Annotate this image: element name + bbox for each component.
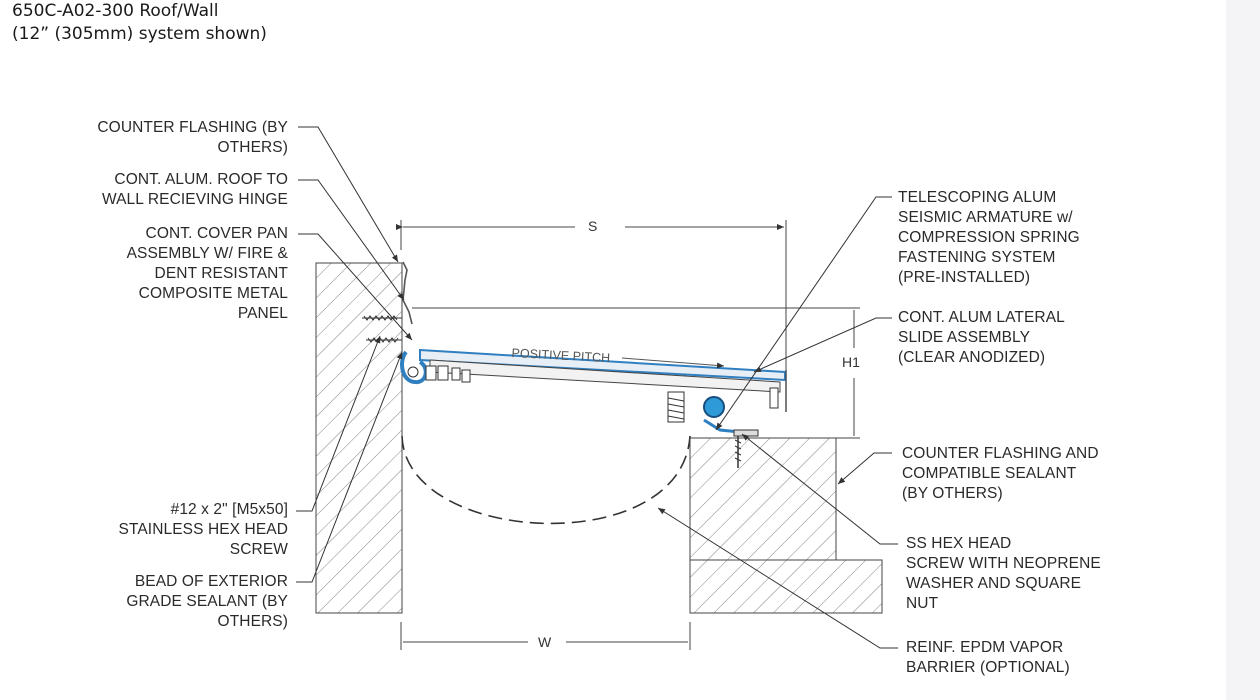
callout-seismic-armature: TELESCOPING ALUM SEISMIC ARMATURE w/ COM… [898, 188, 1080, 288]
callout-line: COUNTER FLASHING (BY [97, 119, 288, 136]
callout-line: CONT. ALUM. ROOF TO [114, 171, 288, 188]
page-edge-strip [1226, 0, 1260, 700]
vapor-barrier-loop [401, 435, 691, 525]
callout-line: COMPRESSION SPRING [898, 229, 1080, 246]
callout-line: CONT. ALUM LATERAL [898, 309, 1065, 326]
callout-line: OTHERS) [217, 139, 288, 156]
dimension-h1 [412, 307, 860, 439]
pitch-arrow [621, 357, 725, 369]
callout-lateral-slide: CONT. ALUM LATERAL SLIDE ASSEMBLY (CLEAR… [898, 308, 1065, 368]
dimension-w-label: W [534, 634, 556, 650]
left-leader-lines [296, 126, 413, 583]
callout-counter-flashing: COUNTER FLASHING (BY OTHERS) [97, 118, 288, 158]
callout-line: SCREW WITH NEOPRENE [906, 555, 1101, 572]
callout-sealant-bead: BEAD OF EXTERIOR GRADE SEALANT (BY OTHER… [126, 572, 288, 632]
callout-line: WALL RECIEVING HINGE [101, 191, 288, 208]
callout-line: BARRIER (OPTIONAL) [906, 659, 1070, 676]
callout-line: SEISMIC ARMATURE w/ [898, 209, 1073, 226]
callout-ss-hex-screw: SS HEX HEAD SCREW WITH NEOPRENE WASHER A… [906, 534, 1101, 614]
right-leader-lines [657, 196, 898, 649]
callout-flashing-sealant: COUNTER FLASHING AND COMPATIBLE SEALANT … [902, 444, 1099, 504]
callout-line: GRADE SEALANT (BY [126, 593, 288, 610]
callout-line: SCREW [229, 541, 288, 558]
callout-line: SS HEX HEAD [906, 535, 1012, 552]
callout-line: WASHER AND SQUARE [906, 575, 1082, 592]
callout-line: PANEL [237, 305, 288, 322]
callout-line: ASSEMBLY W/ FIRE & [126, 245, 288, 262]
hinge-fasteners [425, 365, 471, 383]
roof-deck-substrate [689, 437, 883, 614]
callout-line: CONT. COVER PAN [145, 225, 288, 242]
callout-line: NUT [906, 595, 939, 612]
callout-line: COMPATIBLE SEALANT [902, 465, 1077, 482]
callout-line: REINF. EPDM VAPOR [906, 639, 1064, 656]
dimension-s [396, 220, 787, 370]
drawing-title-block: 650C-A02-300 Roof/Wall (12” (305mm) syst… [12, 0, 267, 46]
callout-line: DENT RESISTANT [154, 265, 288, 282]
callout-line: #12 x 2" [M5x50] [170, 501, 288, 518]
callout-line: FASTENING SYSTEM [898, 249, 1056, 266]
callout-line: (CLEAR ANODIZED) [898, 349, 1046, 366]
callout-line: BEAD OF EXTERIOR [134, 573, 288, 590]
callout-line: COUNTER FLASHING AND [902, 445, 1099, 462]
dimension-w [400, 622, 691, 650]
wall-counter-flashing [402, 261, 413, 325]
callout-epdm-barrier: REINF. EPDM VAPOR BARRIER (OPTIONAL) [906, 638, 1070, 678]
callout-line: (PRE-INSTALLED) [898, 269, 1031, 286]
dimension-s-label: S [584, 218, 602, 234]
drawing-title: 650C-A02-300 Roof/Wall [12, 1, 219, 21]
callout-roof-wall-hinge: CONT. ALUM. ROOF TO WALL RECIEVING HINGE [102, 170, 288, 210]
callout-line: OTHERS) [217, 613, 288, 630]
callout-line: COMPOSITE METAL [138, 285, 288, 302]
callout-line: STAINLESS HEX HEAD [118, 521, 288, 538]
callout-hex-head-screw: #12 x 2" [M5x50] STAINLESS HEX HEAD SCRE… [119, 500, 288, 560]
drawing-subtitle: (12” (305mm) system shown) [12, 24, 267, 44]
callout-cover-pan: CONT. COVER PAN ASSEMBLY W/ FIRE & DENT … [127, 224, 288, 324]
wall-screws [362, 315, 402, 343]
callout-line: (BY OTHERS) [902, 485, 1003, 502]
dimension-h1-label: H1 [838, 354, 864, 370]
wall-substrate [315, 262, 403, 614]
callout-line: SLIDE ASSEMBLY [898, 329, 1031, 346]
callout-line: TELESCOPING ALUM [898, 189, 1057, 206]
